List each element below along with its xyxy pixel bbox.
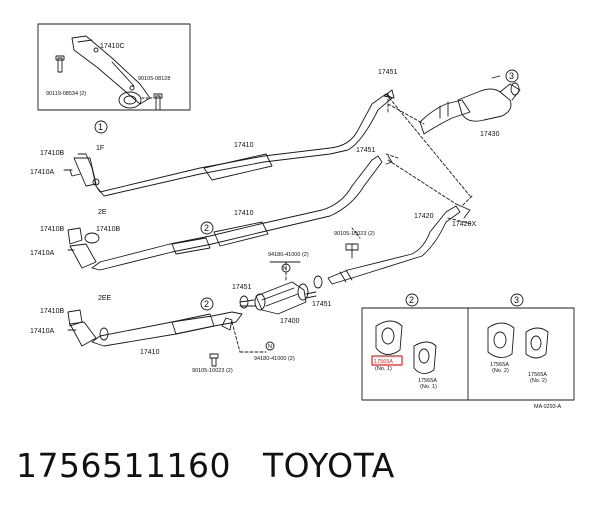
box-callout-3-text: 3 xyxy=(514,295,519,305)
label-17565a-3: 17565A xyxy=(528,372,547,378)
callout-circle-3-top xyxy=(505,69,519,83)
brand-name: TOYOTA xyxy=(262,446,395,485)
label-17565a-1: 17565A xyxy=(418,378,437,384)
callout-1-top-text: 1 xyxy=(98,122,103,132)
bolt-90119 xyxy=(55,55,65,73)
label-17565a-2: 17565A xyxy=(490,362,509,368)
label-17451-low-b: 17451 xyxy=(312,301,332,308)
label-17400: 17400 xyxy=(280,318,300,325)
label-17565a-highlighted: 17565A xyxy=(374,359,393,365)
label-17430: 17430 xyxy=(480,131,500,138)
label-17451-top: 17451 xyxy=(378,69,398,76)
label-17410-3: 17410 xyxy=(140,349,160,356)
label-17410a-1: 17410A xyxy=(30,169,54,176)
label-17410-1: 17410 xyxy=(234,142,254,149)
hanger-ring xyxy=(118,91,142,109)
callout-circle-1-top xyxy=(94,120,108,134)
pipe-17420 xyxy=(327,205,461,285)
resonator-2ee xyxy=(171,313,215,335)
box-callout-2 xyxy=(405,293,419,307)
callout-3-top-text: 3 xyxy=(509,71,514,81)
label-90105-10023-a: 90105-10023 (2) xyxy=(334,231,375,237)
label-17451-low-a: 17451 xyxy=(232,284,252,291)
label-17410b-1: 17410B xyxy=(40,150,64,157)
label-17410b-2b: 17410B xyxy=(96,226,120,233)
muffler-2e xyxy=(213,221,269,247)
callout-circle-2-mid xyxy=(200,221,214,235)
callout-circle-2-low xyxy=(200,297,214,311)
bracket-17410c xyxy=(71,35,151,105)
insulator-no2-a xyxy=(487,322,515,358)
callout-2-low-text: 2 xyxy=(204,299,209,309)
gasket-ring-17451-a xyxy=(239,295,249,309)
label-no1-b: (No. 1) xyxy=(420,384,437,390)
part-number: 1756511160 xyxy=(16,446,231,485)
pipe-17410-2ee xyxy=(91,311,243,347)
label-17410-2: 17410 xyxy=(234,210,254,217)
label-90105-10023-b: 90105-10023 (2) xyxy=(192,368,233,374)
section-1f: 1F xyxy=(96,145,104,152)
label-17410c: 17410C xyxy=(100,43,125,50)
tailpipe-17430 xyxy=(419,99,471,135)
catalytic-converter-17400 xyxy=(255,281,307,315)
label-no2-b: (No. 2) xyxy=(530,378,547,384)
label-17420: 17420 xyxy=(414,213,434,220)
diagram-reference-code: MA 0293-A xyxy=(534,404,562,410)
letter-n-2: N xyxy=(268,344,272,350)
section-2e: 2E xyxy=(98,209,107,216)
product-caption: 1756511160 TOYOTA xyxy=(16,446,395,485)
label-no2-a: (No. 2) xyxy=(492,368,509,374)
label-94180-41000-a: 94180-41000 (2) xyxy=(268,252,309,258)
bracket-detail-box xyxy=(37,23,191,111)
label-94180-41000-b: 94180-41000 (2) xyxy=(254,356,295,362)
callout-2-mid-text: 2 xyxy=(204,223,209,233)
label-17410a-3: 17410A xyxy=(30,328,54,335)
section-2ee: 2EE xyxy=(98,295,112,302)
gasket-ring-17451-b xyxy=(313,275,323,289)
box-callout-2-text: 2 xyxy=(409,295,414,305)
pipe-17410-2e xyxy=(91,155,383,271)
bolt-90105-08128 xyxy=(153,93,163,111)
insulator-no2-b xyxy=(525,327,549,359)
label-17451-mid: 17451 xyxy=(356,147,376,154)
exhaust-parts-diagram: 17410C 90119-08534 (2) 90105-08128 1 174… xyxy=(30,23,575,410)
box-callout-3 xyxy=(510,293,524,307)
label-17410a-2: 17410A xyxy=(30,250,54,257)
label-17410b-3: 17410B xyxy=(40,308,64,315)
resonator-2e xyxy=(171,237,211,255)
muffler-1f xyxy=(203,153,273,181)
label-90119-08534: 90119-08534 (2) xyxy=(46,91,86,97)
highlight-box-17565a xyxy=(371,355,403,366)
pipe-17410-1f xyxy=(95,93,393,197)
insulator-no1-a xyxy=(375,320,403,355)
label-17410b-2a: 17410B xyxy=(40,226,64,233)
label-90105-08128: 90105-08128 xyxy=(138,76,170,82)
letter-n-1: N xyxy=(283,266,287,272)
label-no1-a: (No. 1) xyxy=(375,366,392,372)
insulator-no1-b xyxy=(413,341,437,374)
label-17420x: 17420X xyxy=(452,221,476,228)
